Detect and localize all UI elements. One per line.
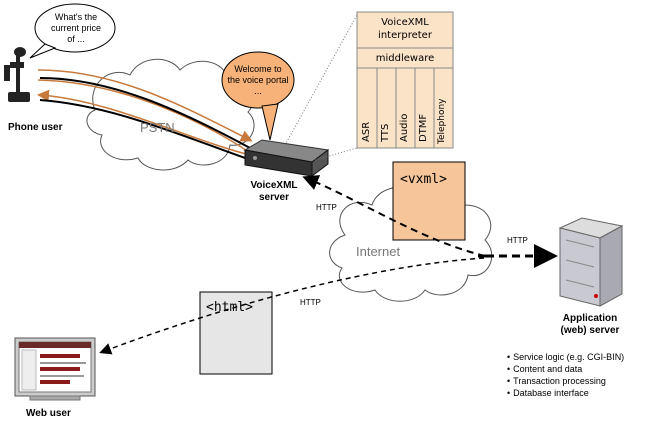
- stack-asr-label: ASR: [361, 121, 372, 142]
- html-document: [199, 291, 273, 375]
- app-server-label-line-1: Application: [562, 313, 618, 324]
- stack-interpreter-label: VoiceXML interpreter: [357, 16, 453, 42]
- feature-item: Content and data: [507, 363, 624, 375]
- vxml-document-label: <vxml>: [400, 172, 447, 187]
- phone-user-label: Phone user: [8, 122, 63, 133]
- call-lines-black: [39, 77, 251, 159]
- call-paths: [37, 69, 261, 161]
- stack-callout-lines: [284, 14, 358, 161]
- voicexml-server-icon: [243, 139, 330, 177]
- app-server-label-line-2: (web) server: [560, 325, 620, 336]
- pstn-label: PSTN: [140, 120, 175, 135]
- vxml-document: [392, 161, 466, 241]
- phone-speech-bubble: [29, 3, 116, 59]
- app-server-label: Application (web) server: [540, 313, 640, 337]
- http-label-app-server: HTTP: [507, 236, 528, 245]
- http-label-voicexml: HTTP: [316, 203, 337, 212]
- html-document-label: <html>: [206, 300, 253, 315]
- stack-telephony-label: Telephony: [437, 98, 447, 145]
- feature-item: Service logic (e.g. CGI-BIN): [507, 351, 624, 363]
- phone-speech-text: What's the current price of ...: [48, 12, 104, 45]
- web-user-label: Web user: [26, 408, 71, 419]
- speech-line-3: of ...: [67, 34, 85, 44]
- portal-line-3: ...: [254, 86, 262, 96]
- server-label-line-2: server: [258, 192, 290, 203]
- stack-dtmf-label: DTMF: [418, 113, 429, 142]
- interpreter-line-1: VoiceXML: [381, 17, 429, 28]
- voicexml-stack: [356, 11, 454, 149]
- stack-audio-label: Audio: [399, 113, 410, 142]
- application-server-icon: [558, 217, 624, 307]
- voice-portal-text: Welcome to the voice portal ...: [226, 64, 290, 97]
- stack-middleware-label: middleware: [375, 53, 435, 64]
- stack-tts-label: TTS: [380, 123, 391, 142]
- http-arrows: [99, 175, 558, 355]
- feature-item: Transaction processing: [507, 375, 624, 387]
- internet-label: Internet: [356, 244, 401, 259]
- interpreter-line-2: interpreter: [378, 30, 432, 41]
- feature-item: Database interface: [507, 387, 624, 399]
- web-user-computer-icon: [14, 337, 96, 401]
- pstn-cloud: [86, 58, 255, 171]
- phone-icon: [4, 47, 30, 102]
- portal-line-1: Welcome to: [234, 64, 282, 74]
- server-label-line-1: VoiceXML: [250, 180, 298, 191]
- speech-line-2: current price: [50, 23, 102, 33]
- speech-line-1: What's the: [54, 12, 98, 22]
- voice-portal-bubble: [221, 51, 295, 141]
- portal-line-2: the voice portal: [227, 75, 289, 85]
- voicexml-server-label: VoiceXML server: [244, 180, 304, 204]
- http-label-web: HTTP: [300, 298, 321, 307]
- app-server-features: Service logic (e.g. CGI-BIN) Content and…: [507, 351, 624, 399]
